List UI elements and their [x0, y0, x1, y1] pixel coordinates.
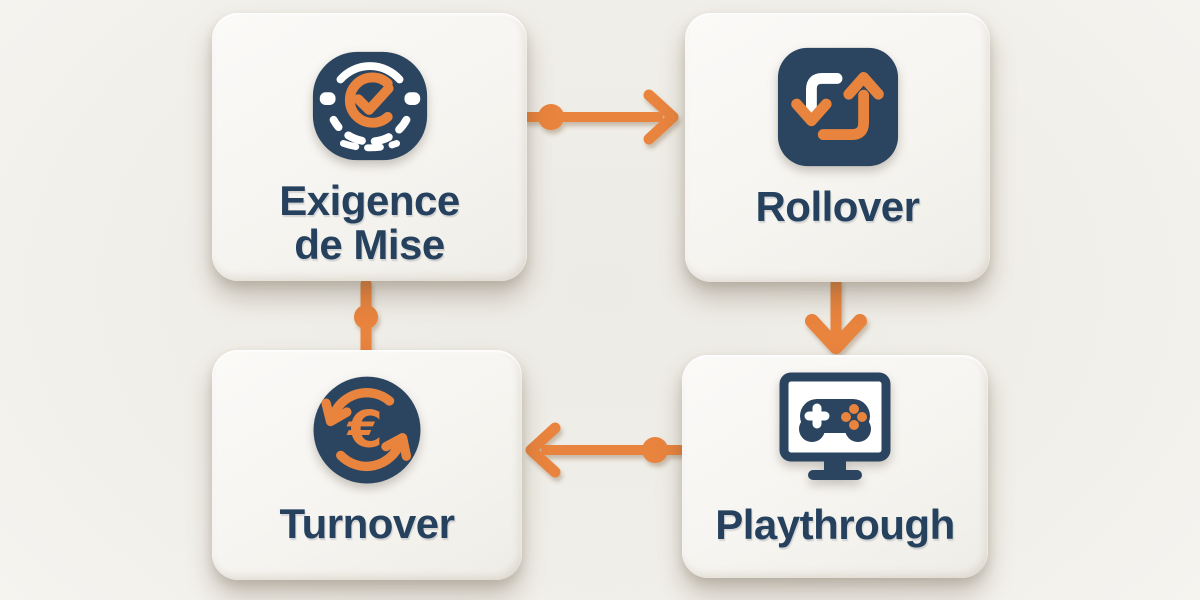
node-label-line: Playthrough — [715, 501, 955, 548]
node-label-line: Turnover — [279, 500, 455, 547]
arrow-down-head — [805, 314, 867, 354]
edge-turnover-to-exigence — [354, 278, 378, 357]
edge-dot — [538, 104, 564, 130]
node-card-playthrough: Playthrough — [682, 355, 988, 578]
node-label-line: Rollover — [755, 183, 920, 230]
svg-text:€: € — [346, 400, 382, 459]
edge-dot — [354, 305, 378, 329]
arrow-right-head — [643, 89, 679, 145]
node-card-turnover: € Turnover — [212, 350, 522, 580]
edge-exigence-to-rollover — [523, 89, 679, 145]
node-card-rollover: Rollover — [685, 13, 990, 282]
node-label-exigence-de-mise: Exigence de Mise — [279, 177, 460, 269]
monitor-gamepad-icon — [779, 372, 891, 480]
edge-rollover-to-playthrough — [805, 277, 867, 354]
euro-refresh-icon: € — [313, 376, 421, 484]
node-label-line: Exigence — [279, 177, 460, 224]
casino-chip-check-icon — [312, 51, 427, 161]
repeat-arrows-icon — [777, 47, 898, 167]
edge-playthrough-to-turnover — [525, 422, 686, 478]
arrow-left-head — [525, 422, 561, 478]
node-label-rollover: Rollover — [755, 183, 920, 230]
edge-dot — [642, 437, 668, 463]
node-label-turnover: Turnover — [279, 500, 455, 547]
node-label-playthrough: Playthrough — [715, 501, 955, 548]
node-card-exigence-de-mise: Exigence de Mise — [212, 13, 527, 281]
node-label-line: de Mise — [294, 221, 445, 269]
